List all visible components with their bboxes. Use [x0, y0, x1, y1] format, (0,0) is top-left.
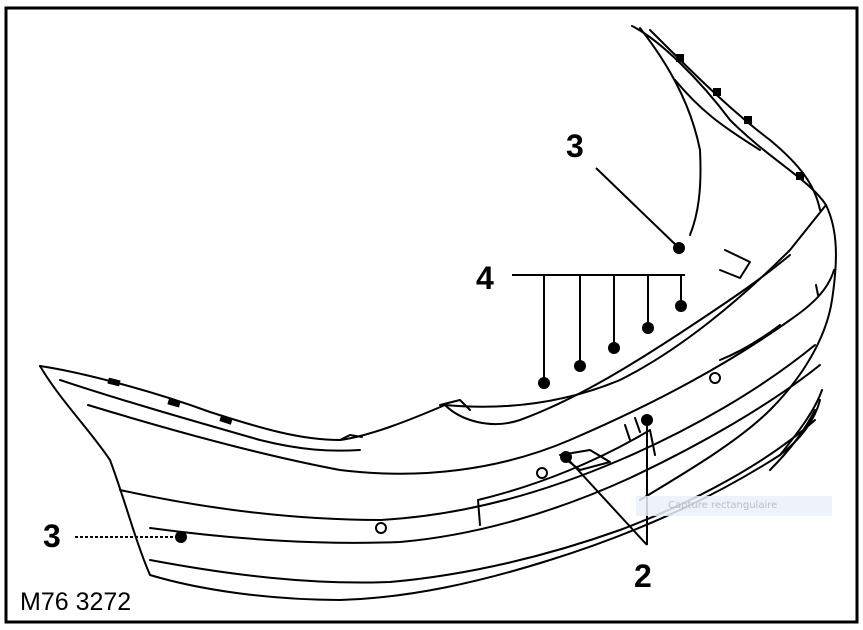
callout-4: 4: [476, 260, 494, 296]
callout-3-left: 3: [43, 518, 61, 554]
bumper-outline: [39, 25, 837, 601]
leader-lines: [75, 167, 685, 546]
fastener-points: [175, 242, 687, 543]
figure-reference: M76 3272: [20, 588, 132, 616]
callout-3-top: 3: [566, 128, 584, 164]
callout-2: 2: [634, 558, 652, 594]
diagram-border: [4, 6, 859, 624]
clip-slots: [107, 54, 804, 425]
capture-watermark: Capture rectangulaire: [636, 496, 832, 516]
